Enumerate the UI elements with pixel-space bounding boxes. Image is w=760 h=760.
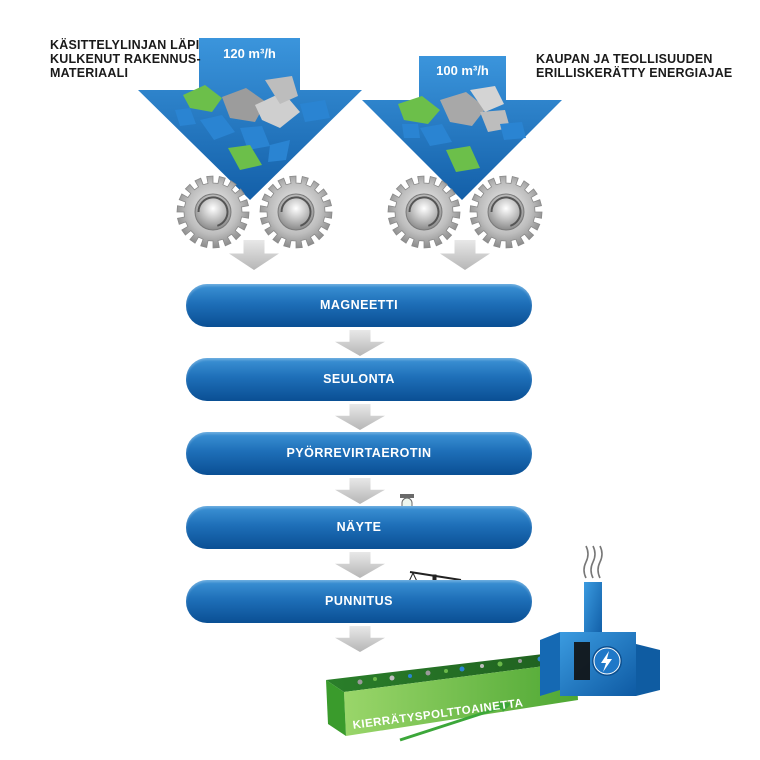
input-label-left: KÄSITTELYLINJAN LÄPI KULKENUT RAKENNUS- … [50,38,201,80]
flow-rate-left: 120 m³/h [223,46,276,61]
input-label-right: KAUPAN JA TEOLLISUUDEN ERILLISKERÄTTY EN… [536,52,732,80]
gear-icon [387,175,461,249]
stage-label: NÄYTE [336,520,382,534]
stage-magneetti: MAGNEETTI [186,284,532,327]
stage-label: SEULONTA [323,372,395,386]
input-label-right-line-2: ERILLISKERÄTTY ENERGIAJAE [536,66,733,80]
input-label-left-line-1: KÄSITTELYLINJAN LÄPI [50,38,200,52]
input-arrow-left [138,38,362,200]
input-label-right-line-1: KAUPAN JA TEOLLISUUDEN [536,52,713,66]
gear-icon [176,175,250,249]
stage-pyorrevirtaerotin: PYÖRREVIRTAEROTIN [186,432,532,475]
smoke-icon [583,545,603,579]
input-arrow-right [362,56,562,200]
conveyor-direction-arrow [399,702,512,742]
stage-label: PUNNITUS [325,594,393,608]
flow-arrow [335,478,385,504]
stage-nayte: NÄYTE [186,506,532,549]
input-label-left-line-3: MATERIAALI [50,66,129,80]
gear-icon [469,175,543,249]
lightning-icon [601,651,612,672]
flow-arrow [335,626,385,652]
flow-arrow [335,552,385,578]
factory-icon [540,545,660,696]
flow-arrow [335,330,385,356]
stage-punnitus: PUNNITUS [186,580,532,623]
stage-label: PYÖRREVIRTAEROTIN [286,446,432,460]
gear-icon [259,175,333,249]
stage-seulonta: SEULONTA [186,358,532,401]
input-label-left-line-2: KULKENUT RAKENNUS- [50,52,201,66]
flow-arrow [229,240,279,270]
flow-arrow [440,240,490,270]
stage-label: MAGNEETTI [319,298,399,312]
flow-rate-right: 100 m³/h [436,63,489,78]
conveyor-belt [326,652,578,736]
flow-arrow [335,404,385,430]
